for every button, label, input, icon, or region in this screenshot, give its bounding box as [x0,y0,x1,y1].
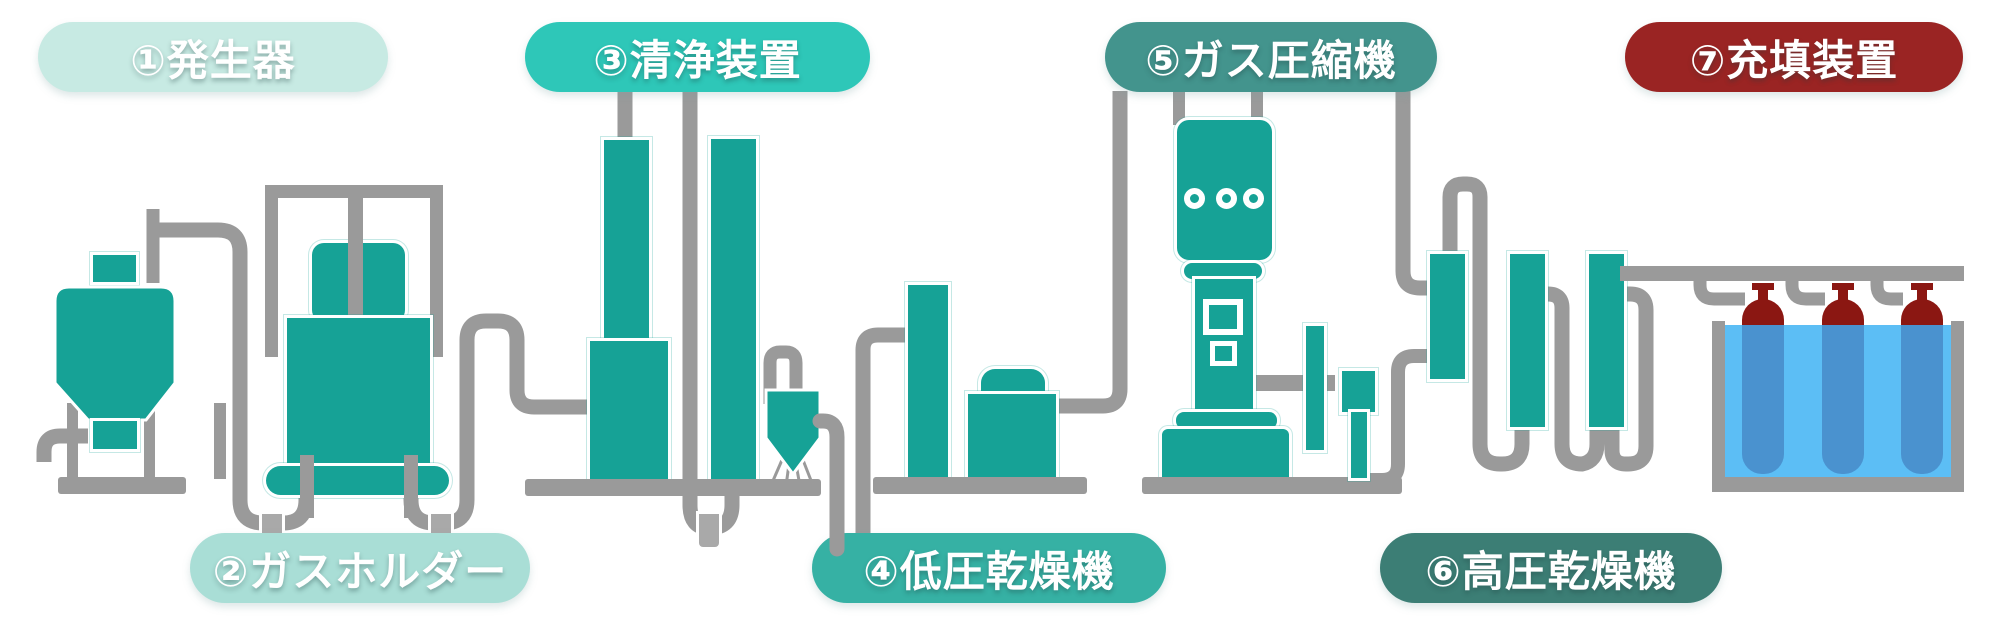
generator-top-port [93,255,136,282]
dryer-columns-icon [1430,254,1465,379]
valve-block [1342,371,1375,412]
gasholder-base [266,466,449,495]
gasholder-to-purifier-pipe [403,313,596,531]
step-badge-gas-compressor: ⑤ガス圧縮機 [1105,22,1437,92]
gasholder-body [287,318,430,468]
compressor-collar [1176,412,1277,429]
step-badge-purifier: ③清浄装置 [525,22,870,92]
pipe-foot [699,514,719,547]
step-badge-filling-station: ⑦充填装置 [1625,22,1963,92]
water-bath-wall [1951,321,1964,492]
step-badge-high-pressure-dryer: ⑥高圧乾燥機 [1380,533,1722,603]
hp-dryer-inlet-pipe [1395,90,1434,296]
gas-cylinder-icon [1742,325,1784,474]
step-badge-low-pressure-dryer: ④低圧乾燥機 [812,533,1166,603]
cylinder-valve-icon [1752,283,1774,290]
generator-leg [67,403,78,479]
dryer-columns-icon [1589,254,1624,427]
valve-stem [1351,412,1367,478]
cylinder-valve-icon [1832,283,1854,290]
generator-drain-pipe [36,428,88,462]
dryer-feed-pipe [855,327,910,536]
compressor-panel [1203,299,1243,335]
purifier-column-base [590,341,668,491]
dryer-column [908,285,948,484]
compressor-base [1142,477,1402,494]
dryer-tank-cap [981,369,1045,397]
gas-cylinder-icon [1901,325,1943,474]
generator-bottom-port [93,421,137,449]
compressor-gauge-icon [1216,188,1237,209]
compressor-gauge-icon [1184,188,1205,209]
purifier-column-tall [711,139,756,491]
filler-feed-pipe-1 [1693,280,1745,306]
dryer-base [873,477,1087,494]
step-badge-gas-holder: ②ガスホルダー [190,533,530,603]
gasholder-piston-rod [348,185,363,345]
compressor-collar [1184,263,1262,279]
compressor-gauge-icon [1243,188,1264,209]
water-bath-floor [1712,477,1964,492]
funnel-icon [764,388,822,477]
cylinder-valve-icon [1758,286,1768,301]
purifier-column-narrow [604,140,649,343]
dryer-to-compressor-pipe [1054,91,1128,414]
cylinder-valve-icon [1838,286,1848,301]
dryer-tank-icon [968,394,1056,484]
generator-leg [144,403,155,479]
compressor-tower-icon [1177,120,1272,260]
gasholder-leg [300,455,314,518]
purifier-base [525,479,821,496]
filler-main-pipe [1620,266,1964,281]
hopper-vessel-icon [53,285,177,422]
hp-dryer-mid-pipe [1542,286,1605,472]
filler-feed-pipe-2 [1785,280,1825,306]
generator-leg [214,403,226,479]
gasholder-frame-left [265,185,278,357]
hp-dryer-arc-pipe [1442,176,1530,472]
purifier-to-funnel-pipe [763,345,803,404]
cylinder-valve-icon [1911,283,1933,290]
generator-base [58,477,186,494]
dryer-columns-icon [1510,254,1545,427]
water-bath-wall [1712,321,1725,492]
cylinder-valve-icon [1917,286,1927,301]
filler-feed-pipe-3 [1870,280,1903,306]
gasholder-leg [404,455,418,518]
compressor-panel [1210,341,1237,366]
funnel-drain-pipe [812,413,845,557]
gasholder-frame-right [430,185,443,357]
hp-dryer-out-pipe [1604,286,1654,472]
compressor-base-block [1162,429,1289,478]
step-badge-generator: ①発生器 [38,22,388,92]
gas-cylinder-icon [1822,325,1864,474]
valve-pedestal-icon [1306,326,1324,450]
